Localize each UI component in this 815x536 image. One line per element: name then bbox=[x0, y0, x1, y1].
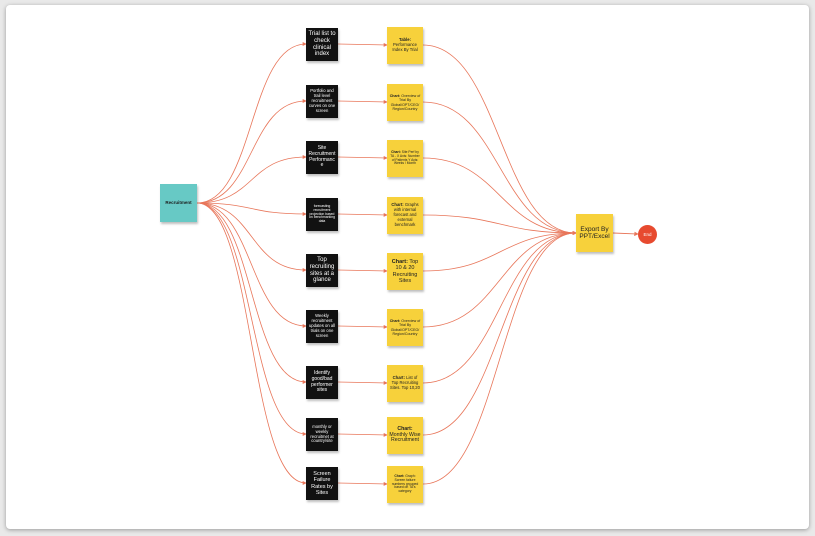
feature-node-2[interactable]: Portfolio and trail level recruitment cu… bbox=[306, 85, 338, 118]
connector-feature-to-output-5 bbox=[337, 268, 388, 273]
feature-node-3[interactable]: Site Recruitment Performance bbox=[306, 141, 338, 174]
feature-node-9[interactable]: Screen Failure Rates by Sites bbox=[306, 467, 338, 500]
output-node-text: Chart: Top 10 & 20 Recruiting Sites bbox=[389, 259, 421, 284]
connector-output-to-export-1 bbox=[422, 44, 577, 235]
connector-start-to-feature-6 bbox=[196, 202, 307, 328]
connector-start-to-feature-9 bbox=[196, 202, 307, 485]
output-node-text: Chart: List of Top Recruiting Sites. Top… bbox=[389, 375, 421, 390]
feature-node-label: forecasting recruitment projection based… bbox=[308, 203, 335, 224]
output-node-label: Overview of Trial By Global/OPT/CEO/ Reg… bbox=[390, 94, 421, 111]
output-node-7[interactable]: Chart: List of Top Recruiting Sites. Top… bbox=[387, 365, 423, 402]
output-node-label: Performance Index By Trial bbox=[392, 42, 418, 52]
output-node-8[interactable]: Chart: Monthly Wise Recruitment bbox=[387, 417, 423, 454]
output-node-text: Chart: Graph: Screen failure numbers gro… bbox=[389, 473, 421, 495]
connector-output-to-export-3 bbox=[422, 157, 577, 235]
output-node-prefix: Chart: bbox=[392, 375, 405, 381]
connector-feature-to-output-1 bbox=[337, 42, 388, 47]
connector-feature-to-output-2 bbox=[337, 99, 388, 104]
output-node-text: Chart: Overview of Trial By Global/OPT/C… bbox=[389, 319, 421, 336]
output-node-1[interactable]: Table: Performance Index By Trial bbox=[387, 27, 423, 64]
connector-start-to-feature-8 bbox=[196, 202, 307, 436]
output-node-3[interactable]: Chart: Site Perf by TA - X Axis: Number … bbox=[387, 140, 423, 177]
feature-node-4[interactable]: forecasting recruitment projection based… bbox=[306, 198, 338, 231]
connector-start-to-feature-5 bbox=[196, 202, 307, 272]
connector-export-to-end bbox=[612, 231, 639, 237]
feature-node-5[interactable]: Top recruiting sites at a glance bbox=[306, 254, 338, 287]
connector-feature-to-output-6 bbox=[337, 324, 388, 329]
feature-node-label: Top recruiting sites at a glance bbox=[309, 256, 335, 284]
connector-start-to-feature-1 bbox=[196, 42, 307, 204]
output-node-text: Chart: Monthly Wise Recruitment bbox=[389, 425, 421, 445]
output-node-prefix: Chart: bbox=[391, 258, 408, 265]
output-node-prefix: Chart: bbox=[389, 319, 401, 324]
output-node-9[interactable]: Chart: Graph: Screen failure numbers gro… bbox=[387, 466, 423, 503]
feature-node-label: Identify good/bad performer sites bbox=[311, 370, 333, 394]
output-node-label: Monthly Wise Recruitment bbox=[389, 431, 421, 444]
connector-feature-to-output-8 bbox=[337, 432, 388, 437]
output-node-6[interactable]: Chart: Overview of Trial By Global/OPT/C… bbox=[387, 309, 423, 346]
feature-node-1[interactable]: Trial list to check clinical index bbox=[306, 28, 338, 61]
output-node-text: Chart: Site Perf by TA - X Axis: Number … bbox=[389, 149, 421, 166]
connector-feature-to-output-9 bbox=[337, 481, 388, 486]
export-node[interactable]: Export By PPT/Excel bbox=[576, 214, 613, 252]
export-node-label: Export By PPT/Excel bbox=[579, 225, 610, 240]
output-node-text: Table: Performance Index By Trial bbox=[389, 37, 421, 52]
connector-output-to-export-6 bbox=[422, 231, 577, 328]
output-node-label: Site Perf by TA - X Axis: Number of Pati… bbox=[390, 149, 420, 166]
connector-start-to-feature-2 bbox=[196, 99, 307, 204]
feature-node-6[interactable]: Weekly recruitment updates on all trials… bbox=[306, 310, 338, 343]
connector-output-to-export-7 bbox=[422, 231, 577, 384]
output-node-4[interactable]: Chart: Graphs with internal forecast and… bbox=[387, 197, 423, 234]
output-node-text: Chart: Overview of Trial By Global/OPT/C… bbox=[389, 94, 421, 111]
feature-node-label: Trial list to check clinical index bbox=[308, 30, 336, 58]
connector-start-to-feature-7 bbox=[196, 202, 307, 384]
feature-node-8[interactable]: monthly or weekly recruitmet at country/… bbox=[306, 418, 338, 451]
connector-output-to-export-9 bbox=[422, 231, 577, 485]
end-node-label: End bbox=[643, 232, 652, 237]
feature-node-label: Portfolio and trail level recruitment cu… bbox=[308, 88, 336, 113]
output-node-label: Graph: Screen failure numbers grouped ba… bbox=[391, 473, 419, 494]
output-node-text: Chart: Graphs with internal forecast and… bbox=[389, 202, 421, 227]
output-node-prefix: Chart: bbox=[389, 94, 401, 99]
start-node-label: Recruitment bbox=[165, 200, 192, 206]
output-node-prefix: Chart: bbox=[391, 149, 401, 154]
feature-node-7[interactable]: Identify good/bad performer sites bbox=[306, 366, 338, 399]
connector-feature-to-output-7 bbox=[337, 380, 388, 385]
output-node-label: List of Top Recruiting Sites. Top 10,20 bbox=[390, 375, 420, 390]
feature-node-label: Weekly recruitment updates on all trials… bbox=[308, 313, 336, 338]
output-node-prefix: Chart: bbox=[391, 202, 404, 208]
connector-output-to-export-5 bbox=[422, 231, 577, 272]
connector-start-to-feature-3 bbox=[196, 155, 307, 204]
output-node-prefix: Chart: bbox=[394, 473, 405, 478]
connector-output-to-export-2 bbox=[422, 101, 577, 235]
connector-feature-to-output-4 bbox=[337, 212, 388, 217]
connector-output-to-export-8 bbox=[422, 231, 577, 436]
output-node-prefix: Table: bbox=[398, 37, 412, 43]
end-node[interactable]: End bbox=[638, 225, 657, 244]
connector-start-to-feature-4 bbox=[196, 202, 307, 216]
output-node-label: Top 10 & 20 Recruiting Sites bbox=[392, 258, 419, 284]
connector-feature-to-output-3 bbox=[337, 155, 388, 160]
feature-node-label: Screen Failure Rates by Sites bbox=[311, 470, 333, 496]
feature-node-label: monthly or weekly recruitmet at country/… bbox=[310, 423, 334, 444]
output-node-2[interactable]: Chart: Overview of Trial By Global/OPT/C… bbox=[387, 84, 423, 121]
feature-node-label: Site Recruitment Performance bbox=[308, 145, 336, 169]
output-node-label: Overview of Trial By Global/OPT/CEO/ Reg… bbox=[390, 319, 421, 336]
output-node-label: Graphs with internal forecast and extern… bbox=[393, 202, 419, 227]
output-node-prefix: Chart: bbox=[397, 425, 413, 432]
output-node-5[interactable]: Chart: Top 10 & 20 Recruiting Sites bbox=[387, 253, 423, 290]
connector-output-to-export-4 bbox=[422, 214, 577, 235]
start-node-recruitment[interactable]: Recruitment bbox=[160, 184, 197, 222]
